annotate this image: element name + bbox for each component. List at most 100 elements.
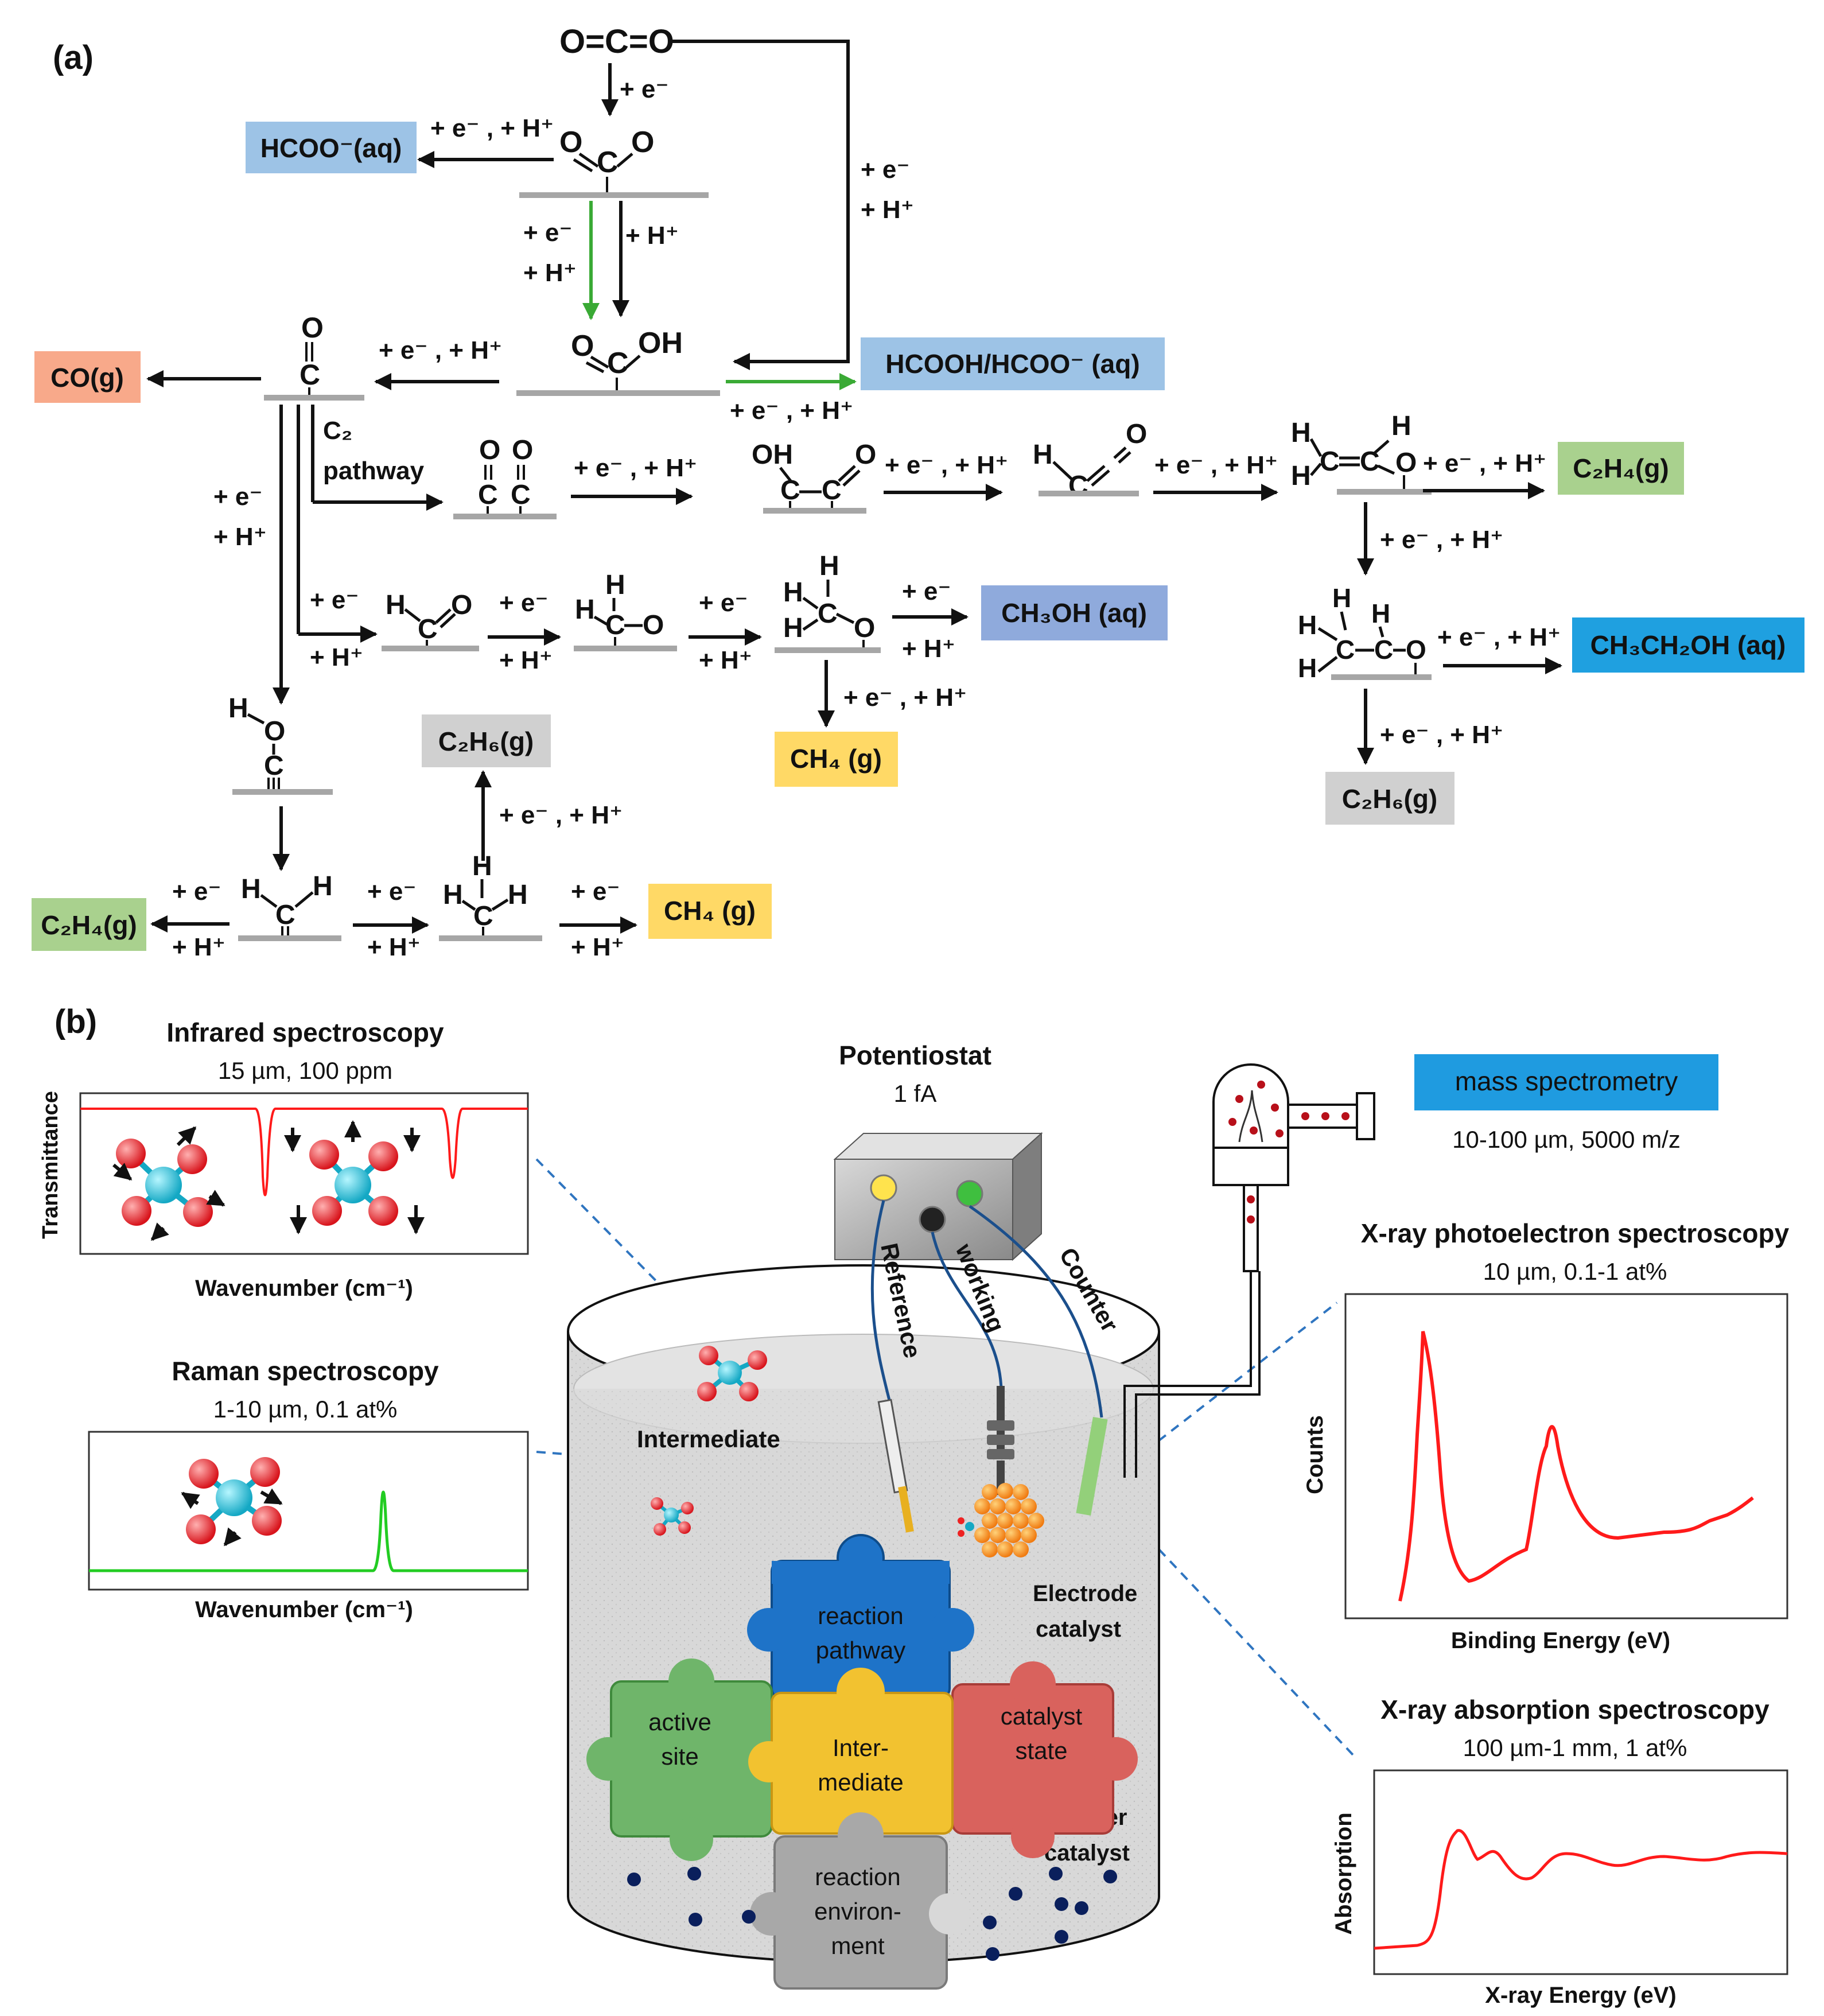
reference-tip (898, 1486, 914, 1533)
atom-h: H (819, 551, 839, 581)
xas-spectrum (1374, 1829, 1788, 1950)
product-box-c2h6-right (1325, 772, 1454, 825)
bond (1317, 656, 1338, 673)
ms-capillary (1135, 1271, 1261, 1478)
atom-h: H (1371, 599, 1390, 628)
product-label-hcooh: HCOOH/HCOO⁻ (aq) (885, 349, 1139, 379)
bond (835, 612, 855, 624)
atom-o: O (479, 435, 500, 465)
label-h: + H⁺ (523, 259, 577, 287)
intermediate-hcco: H C O (1033, 419, 1147, 501)
bond (1113, 446, 1127, 459)
bond (1086, 465, 1106, 482)
label-eh: + e⁻ , + H⁺ (1154, 451, 1278, 479)
xps-spectrum (1398, 1331, 1754, 1602)
atom-h: H (241, 874, 261, 904)
xas-plot-frame (1373, 1769, 1788, 1975)
raman-spectrum (89, 1490, 528, 1572)
panel-b-label: (b) (55, 1003, 97, 1040)
product-label-co: CO(g) (50, 363, 124, 393)
atom-c: C (473, 901, 493, 931)
atom-c: C (780, 475, 800, 506)
label-e: + e⁻ (523, 219, 573, 247)
atom-h: H (228, 693, 248, 724)
puzzle-intermediate: Inter- mediate (748, 1668, 954, 1835)
bond (1310, 463, 1322, 476)
atom-o: O (854, 613, 875, 643)
label-eh: + e⁻ , + H⁺ (574, 454, 697, 482)
atom-h: H (443, 880, 463, 910)
product-label-ch4-mid: CH₄ (g) (790, 744, 882, 774)
atom-h: H (783, 613, 803, 643)
product-box-c2h6-mid (422, 714, 551, 767)
ir-spec: 15 µm, 100 ppm (218, 1057, 392, 1084)
intermediate-ch2: H H C (238, 871, 341, 941)
label-eh: + e⁻ , + H⁺ (843, 683, 967, 712)
atom-o: O (301, 312, 324, 344)
puzzle-label: catalyst (1001, 1703, 1083, 1730)
surface-bar (1039, 491, 1139, 496)
atom-h: H (1291, 461, 1311, 491)
counter-jack (956, 1180, 983, 1207)
ir-ylabel: Transmittance (38, 1091, 63, 1239)
atom-c: C (418, 614, 438, 644)
xps-title: X-ray photoelectron spectroscopy (1361, 1218, 1790, 1248)
powder-catalyst-label-2: catalyst (1044, 1840, 1130, 1866)
surface-bar (574, 646, 677, 651)
product-label-c2h6-mid: C₂H₆(g) (438, 727, 534, 756)
wire-working (931, 1232, 1003, 1389)
label-h: + H⁺ (499, 646, 553, 674)
intermediate-label: Intermediate (637, 1425, 780, 1452)
intermediate-cho: H C O (382, 590, 479, 651)
atom-h: H (1298, 653, 1317, 683)
xas-title: X-ray absorption spectroscopy (1380, 1695, 1769, 1724)
bond (260, 894, 278, 908)
puzzle-reaction-environment: reaction environ- ment (750, 1812, 970, 1990)
xps-xlabel: Binding Energy (eV) (1451, 1628, 1670, 1653)
label-h: + H⁺ (861, 196, 914, 224)
atom-o: O (1395, 448, 1417, 478)
surface-bar (1331, 674, 1432, 680)
atom-c: C (264, 751, 284, 781)
mass-spectrometry-label: mass spectrometry (1455, 1066, 1678, 1096)
product-label-c2h6-right: C₂H₆(g) (1342, 784, 1438, 814)
bond (625, 355, 641, 368)
bond (404, 608, 421, 622)
atom-c: C (822, 475, 842, 506)
raman-spec: 1-10 µm, 0.1 at% (213, 1396, 398, 1423)
bond (1377, 464, 1395, 475)
label-c2: C₂ (323, 417, 352, 445)
atom-c: C (300, 359, 320, 391)
raman-plot-frame (88, 1431, 529, 1591)
product-box-ch3oh (981, 585, 1168, 640)
xas-ylabel: Absorption (1331, 1812, 1356, 1935)
atom-c: C (1374, 635, 1393, 665)
label-eh: + e⁻ , + H⁺ (1437, 623, 1561, 651)
label-e: + e⁻ (861, 156, 910, 184)
atom-c: C (511, 480, 531, 510)
atom-o: O (512, 435, 533, 465)
bond (1052, 461, 1073, 480)
electrode-catalyst-label-2: catalyst (1036, 1617, 1121, 1642)
puzzle-label: reaction (818, 1602, 903, 1629)
mass-spec-probe (1212, 1063, 1375, 1272)
potentiostat-spec: 1 fA (894, 1080, 937, 1107)
intermediate-ch2cho: H H C C H O (1291, 411, 1432, 495)
puzzle-label: mediate (818, 1769, 903, 1796)
product-box-ethanol (1572, 617, 1804, 673)
puzzle-label: Inter- (833, 1734, 889, 1761)
label-e: + e⁻ (699, 589, 748, 617)
bond (1091, 469, 1110, 487)
mass-spectrometry-box (1414, 1054, 1718, 1110)
bond (1309, 438, 1323, 457)
atom-h: H (575, 595, 595, 625)
bond (578, 152, 599, 168)
ir-xlabel: Wavenumber (cm⁻¹) (195, 1276, 413, 1301)
label-eh: + e⁻ , + H⁺ (1423, 449, 1546, 477)
label-h: + H⁺ (213, 523, 267, 551)
label-e: + e⁻ (902, 577, 951, 605)
bond (590, 355, 609, 369)
atom-c: C (275, 900, 295, 930)
puzzle-label: environ- (814, 1898, 901, 1925)
atom-o: O (264, 716, 285, 747)
